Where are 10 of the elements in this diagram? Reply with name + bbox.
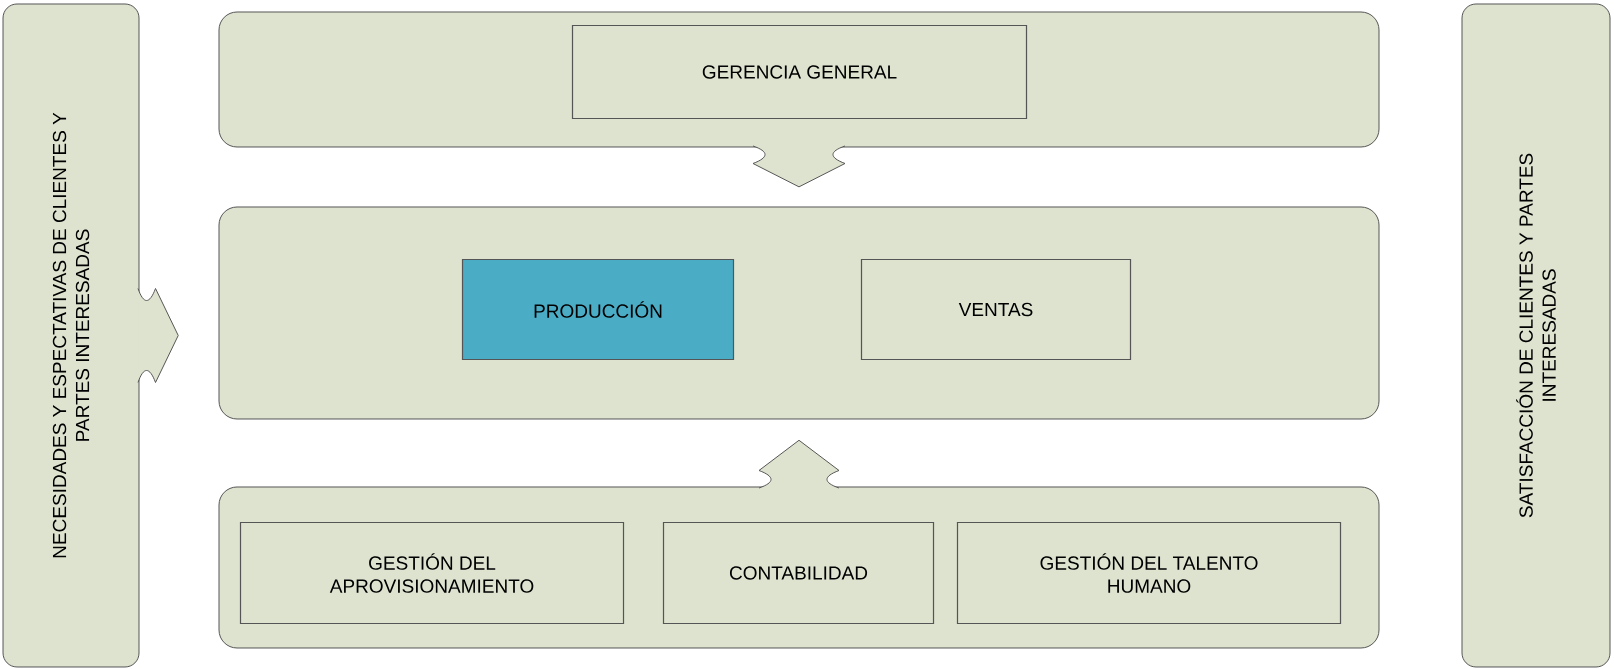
process-box: GERENCIA GENERAL <box>571 24 1028 120</box>
block-arrow <box>137 288 179 383</box>
process-box: CONTABILIDAD <box>662 521 935 625</box>
process-box: VENTAS <box>860 258 1132 361</box>
block-arrow <box>758 439 840 489</box>
process-box: GESTIÓN DEL APROVISIONAMIENTO <box>239 521 625 625</box>
side-band: SATISFACCIÓN DE CLIENTES Y PARTES INTERESADAS <box>1461 3 1611 668</box>
block-arrow <box>752 145 846 188</box>
process-box: GESTIÓN DEL TALENTO HUMANO <box>956 521 1342 625</box>
process-box: PRODUCCIÓN <box>461 258 735 361</box>
